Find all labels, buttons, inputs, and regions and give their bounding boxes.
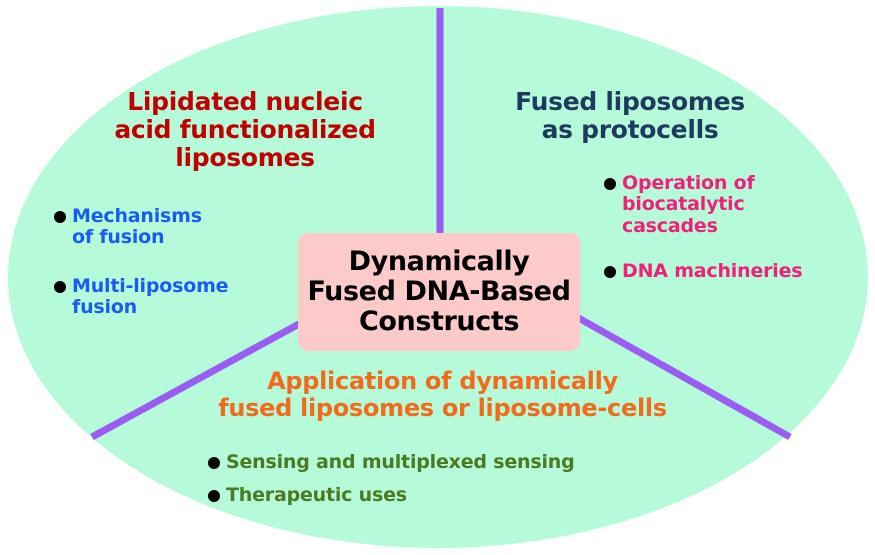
heading-line: Application of dynamically: [267, 367, 618, 395]
bullet-icon: [604, 266, 616, 278]
left-item-mechanisms: Mechanisms of fusion: [54, 205, 202, 249]
heading-line: acid functionalized: [114, 115, 376, 144]
bullet-icon: [208, 490, 220, 502]
heading-line: as protocells: [541, 115, 719, 144]
item-line: Multi-liposome: [72, 275, 229, 297]
item-line: of fusion: [72, 226, 165, 249]
left-item-multi-liposome: Multi-liposome fusion: [54, 275, 229, 319]
divider-left: [90, 314, 312, 441]
heading-line: fused liposomes or liposome-cells: [218, 393, 667, 422]
right-item-biocatalytic: Operation of biocatalytic cascades: [604, 172, 755, 237]
item-line: biocatalytic: [622, 193, 745, 216]
right-section-heading: Fused liposomes as protocells: [490, 88, 770, 144]
item-line: DNA machineries: [622, 260, 803, 282]
bottom-item-sensing: Sensing and multiplexed sensing: [208, 451, 575, 473]
left-section-heading: Lipidated nucleic acid functionalized li…: [95, 88, 395, 172]
heading-line: Lipidated nucleic: [127, 87, 363, 116]
item-line: cascades: [622, 214, 718, 237]
center-title: Dynamically Fused DNA-Based Constructs: [307, 245, 571, 338]
bullet-icon: [54, 211, 66, 223]
item-line: Mechanisms: [72, 205, 202, 227]
item-line: Sensing and multiplexed sensing: [226, 451, 575, 473]
bottom-item-therapeutic: Therapeutic uses: [208, 484, 407, 506]
center-title-box: Dynamically Fused DNA-Based Constructs: [298, 233, 580, 351]
bullet-icon: [604, 178, 616, 190]
item-line: Operation of: [622, 172, 755, 194]
heading-line: liposomes: [175, 143, 315, 172]
item-line: fusion: [72, 296, 137, 319]
divider-right: [573, 312, 792, 441]
item-line: Therapeutic uses: [226, 484, 407, 506]
bullet-icon: [54, 281, 66, 293]
bottom-section-heading: Application of dynamically fused liposom…: [190, 368, 695, 422]
right-item-dna-machineries: DNA machineries: [604, 260, 803, 282]
heading-line: Fused liposomes: [515, 87, 745, 116]
bullet-icon: [208, 457, 220, 469]
